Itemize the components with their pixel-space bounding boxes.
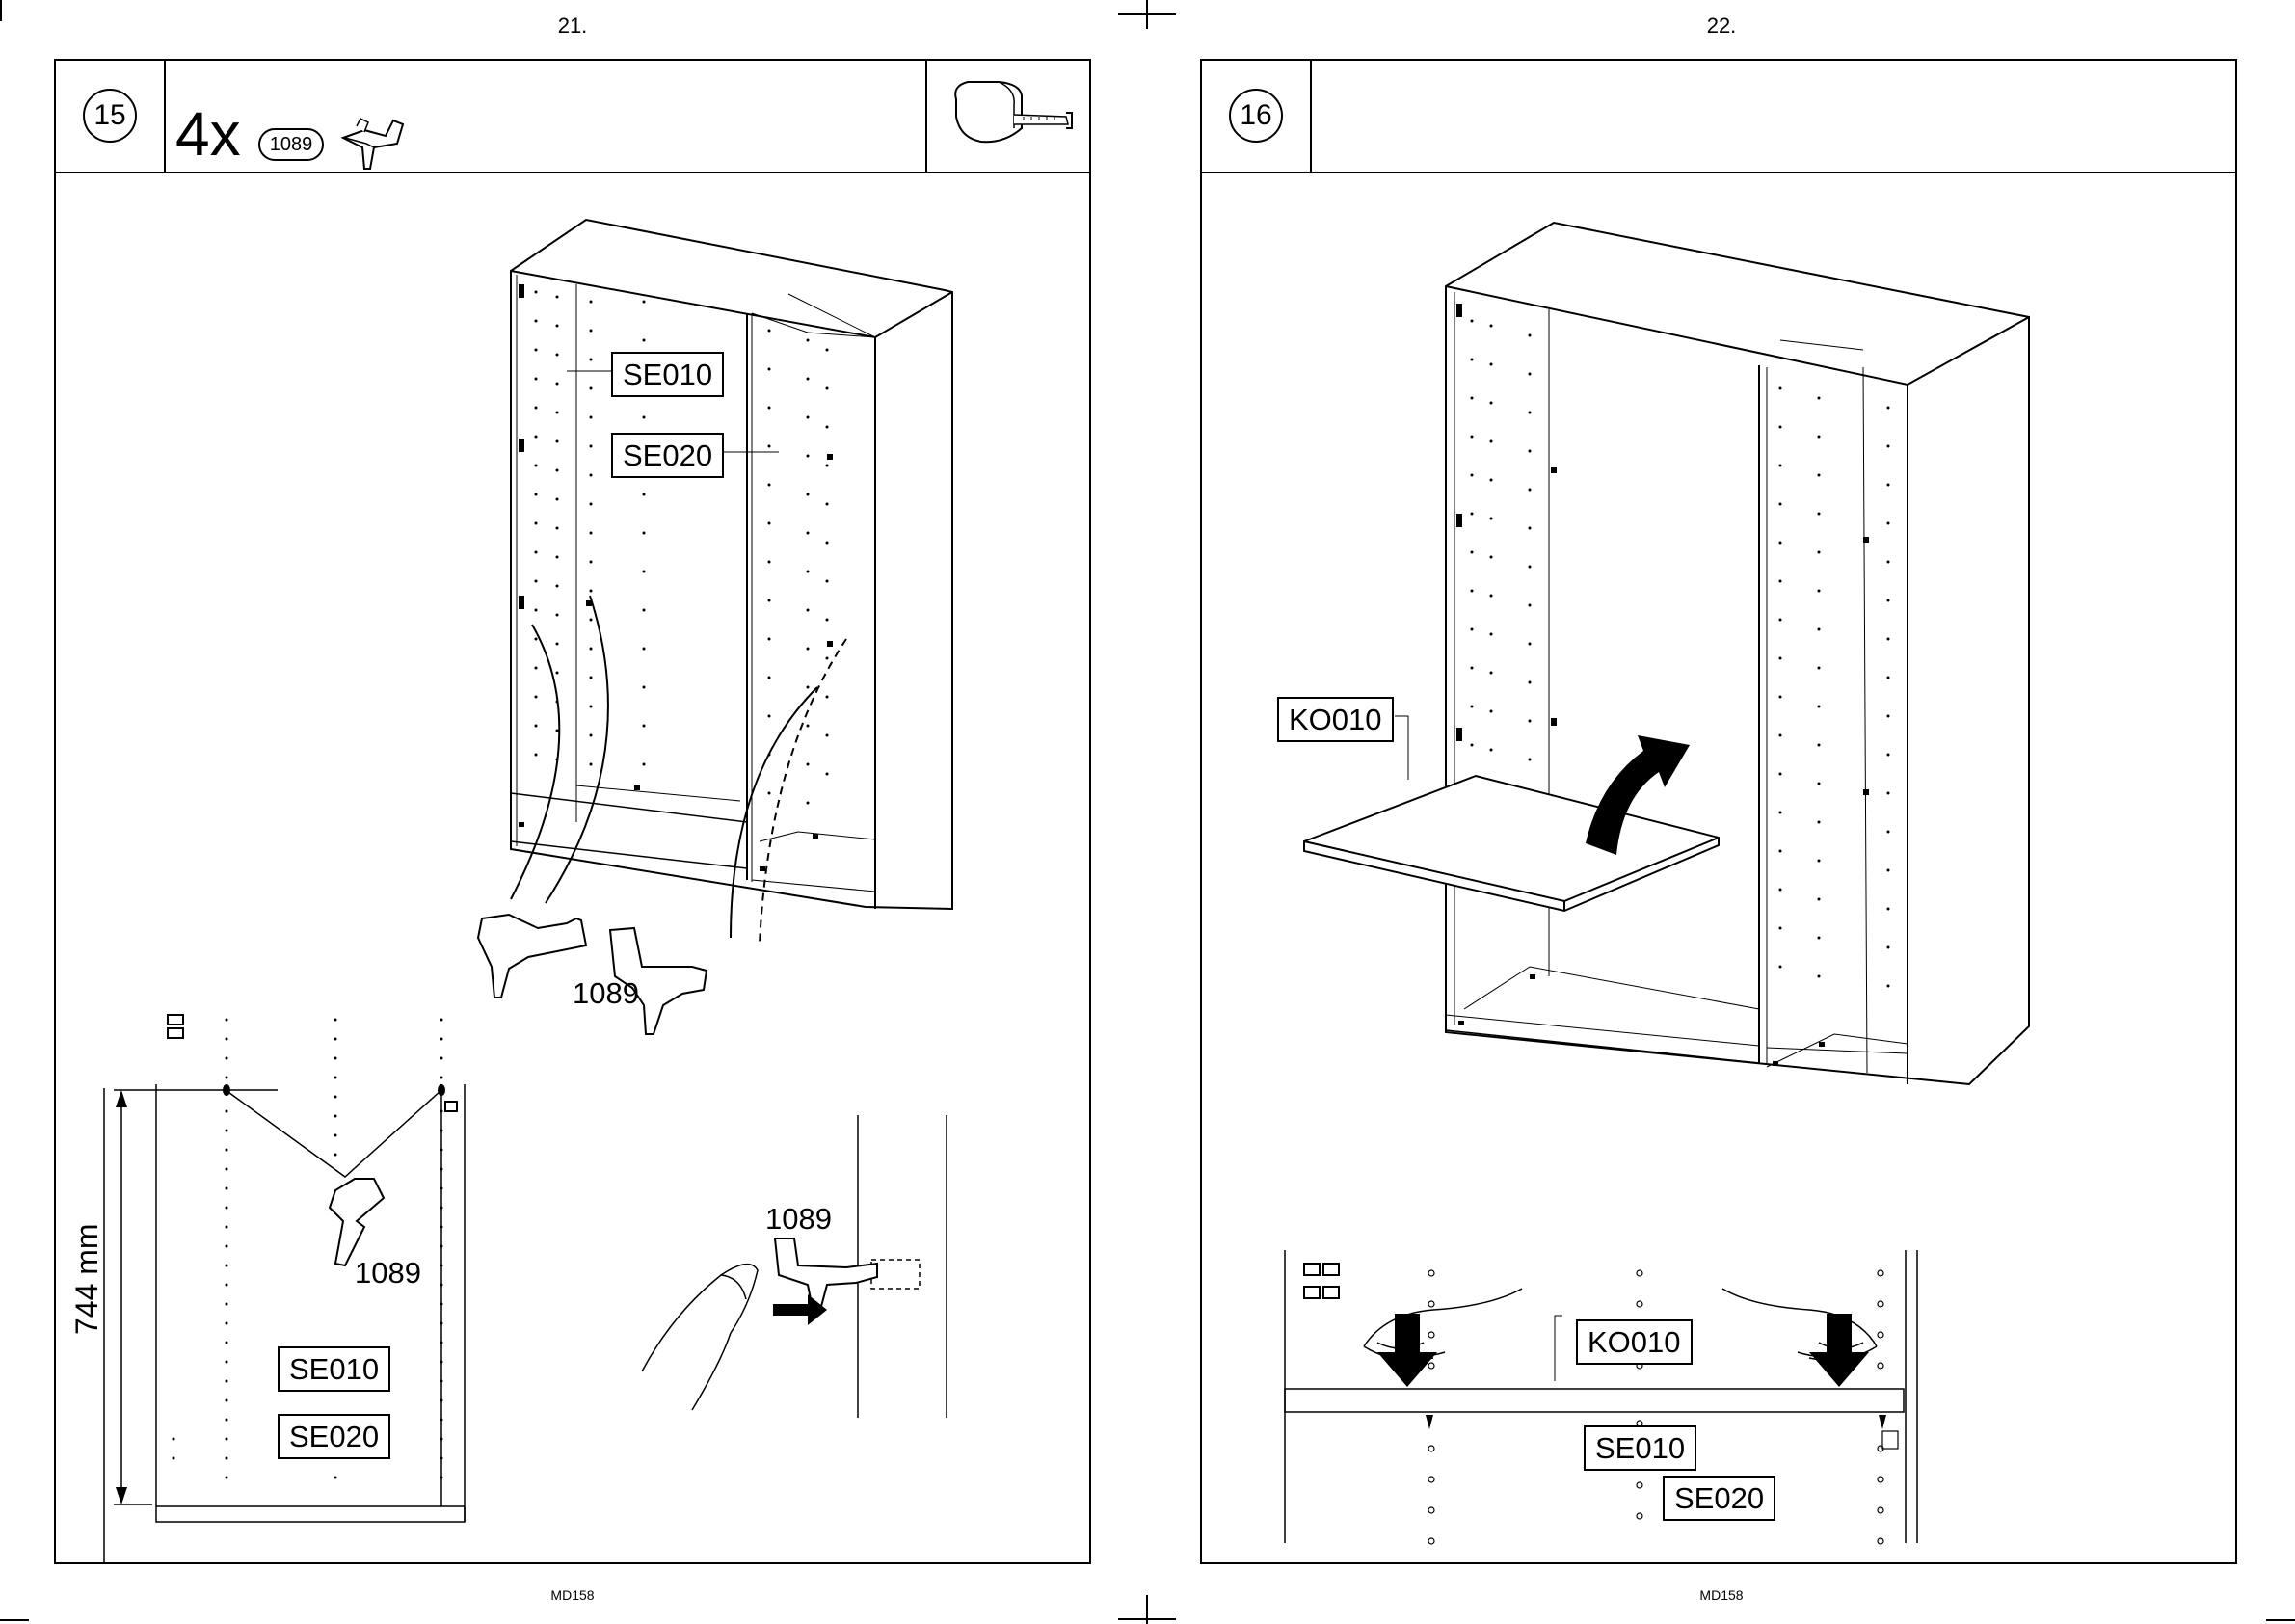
label-detail-part-1089-a: 1089: [355, 1256, 421, 1291]
label-part-1089: 1089: [573, 976, 639, 1011]
step-15-panel: 15 4x 1089: [54, 59, 1091, 1564]
crop-mark-top-center-h: [1118, 13, 1176, 15]
label-ko010: KO010: [1277, 697, 1394, 742]
crop-mark-bottom-center-h: [1118, 1618, 1176, 1620]
crop-mark-bottom-right: [2266, 1619, 2295, 1621]
crop-mark-bottom-left: [0, 1619, 29, 1621]
label-detail-se020: SE020: [1663, 1476, 1775, 1521]
wardrobe-illustration-step-16: [1202, 61, 2239, 1566]
step-16-panel: 16: [1200, 59, 2237, 1564]
crop-mark-top-left: [0, 0, 2, 21]
label-se010: SE010: [611, 352, 724, 397]
label-detail-part-1089-b: 1089: [765, 1202, 832, 1237]
label-se020: SE020: [611, 433, 724, 478]
label-detail-se010: SE010: [1584, 1425, 1696, 1471]
left-footer-code: MD158: [476, 1587, 669, 1603]
label-detail-ko010: KO010: [1576, 1319, 1693, 1365]
left-page-number: 21.: [476, 13, 669, 39]
label-detail-se020: SE020: [278, 1414, 390, 1459]
wardrobe-illustration-step-15: [56, 61, 1093, 1566]
label-detail-se010: SE010: [278, 1346, 390, 1392]
right-page-number: 22.: [1625, 13, 1818, 39]
dimension-744mm: 744 mm: [69, 1223, 105, 1335]
right-footer-code: MD158: [1625, 1587, 1818, 1603]
